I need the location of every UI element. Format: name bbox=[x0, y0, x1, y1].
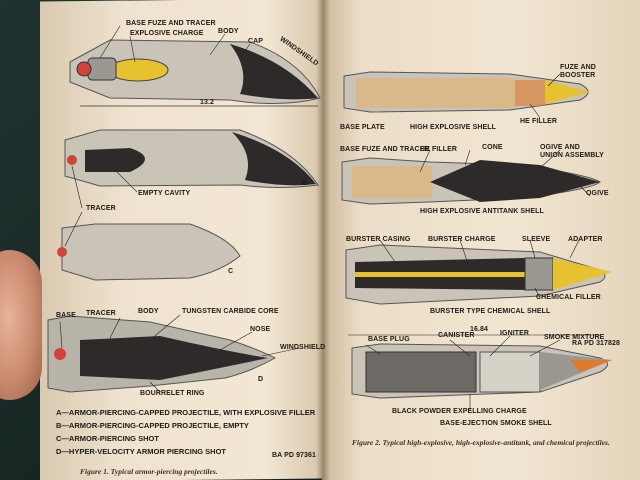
label-burster-charge: BURSTER CHARGE bbox=[428, 236, 496, 243]
projectile-b bbox=[64, 129, 319, 188]
label-letter-d: D bbox=[258, 376, 264, 383]
label-he-filler: HE FILLER bbox=[520, 118, 558, 125]
label-chemical-filler: CHEMICAL FILLER bbox=[536, 294, 601, 301]
book-gutter bbox=[316, 0, 330, 480]
caption-chemical-shell: BURSTER TYPE CHEMICAL SHELL bbox=[430, 308, 551, 315]
right-reference: RA PD 317828 bbox=[572, 340, 621, 347]
projectile-d bbox=[47, 315, 277, 393]
chemical-shell bbox=[345, 244, 612, 305]
caption-smoke-shell: BASE-EJECTION SMOKE SHELL bbox=[440, 420, 552, 427]
legend-d: D—HYPER-VELOCITY ARMOR PIERCING SHOT bbox=[56, 447, 227, 456]
caption-he-shell: HIGH EXPLOSIVE SHELL bbox=[410, 124, 497, 131]
legend-b: B—ARMOR-PIERCING-CAPPED PROJECTILE, EMPT… bbox=[56, 421, 249, 430]
label-windshield-d: WINDSHIELD bbox=[280, 344, 326, 351]
label-body: BODY bbox=[218, 28, 239, 35]
label-letter-b: B bbox=[302, 180, 308, 187]
he-shell bbox=[343, 71, 590, 113]
label-cone: CONE bbox=[482, 144, 503, 151]
label-smoke-mixture: SMOKE MIXTURE bbox=[544, 334, 605, 341]
label-adapter: ADAPTER bbox=[568, 236, 603, 243]
label-dimension: 13.2 bbox=[200, 99, 215, 106]
label-tracer: TRACER bbox=[86, 205, 116, 212]
label-ogive-union: OGIVE AND UNION ASSEMBLY bbox=[540, 144, 604, 159]
right-leader-lines bbox=[348, 73, 600, 410]
label-sleeve: SLEEVE bbox=[522, 236, 551, 243]
label-base: BASE bbox=[56, 312, 76, 319]
label-fuze-booster: FUZE AND BOOSTER bbox=[560, 64, 596, 79]
label-body-d: BODY bbox=[138, 308, 159, 315]
label-tracer-d: TRACER bbox=[86, 310, 116, 317]
label-burster-casing: BURSTER CASING bbox=[346, 236, 411, 243]
label-dimension-2: 16.84 bbox=[470, 326, 489, 333]
label-base-fuze-tracer-r: BASE FUZE AND TRACER bbox=[340, 146, 430, 153]
projectile-c bbox=[57, 223, 241, 281]
label-black-powder: BLACK POWDER EXPELLING CHARGE bbox=[392, 408, 527, 415]
left-leader-lines bbox=[59, 25, 301, 393]
right-caption: Figure 2. Typical high-explosive, high-e… bbox=[352, 438, 610, 447]
left-reference: BA PD 97361 bbox=[272, 452, 317, 459]
label-tungsten-core: TUNGSTEN CARBIDE CORE bbox=[182, 308, 279, 315]
left-caption: Figure 1. Typical armor-piercing project… bbox=[80, 467, 218, 476]
label-base-plug: BASE PLUG bbox=[368, 336, 410, 343]
label-igniter: IGNITER bbox=[500, 330, 530, 337]
projectile-a bbox=[69, 39, 321, 107]
label-bourrelet-ring: BOURRELET RING bbox=[140, 390, 205, 397]
label-ogive: OGIVE bbox=[586, 190, 609, 197]
label-letter-c: C bbox=[228, 268, 234, 275]
label-nose: NOSE bbox=[250, 326, 271, 333]
thumb bbox=[0, 250, 42, 400]
label-cap: CAP bbox=[248, 38, 264, 45]
legend-c: C—ARMOR-PIERCING SHOT bbox=[56, 434, 159, 443]
label-base-plate: BASE PLATE bbox=[340, 124, 385, 131]
label-explosive-charge: EXPLOSIVE CHARGE bbox=[130, 30, 204, 37]
label-base-fuze-tracer: BASE FUZE AND TRACER bbox=[126, 20, 216, 27]
smoke-shell bbox=[351, 343, 612, 399]
label-canister: CANISTER bbox=[438, 332, 475, 339]
caption-heat-shell: HIGH EXPLOSIVE ANTITANK SHELL bbox=[420, 208, 544, 215]
label-he-filler-2: HE FILLER bbox=[420, 146, 458, 153]
label-empty-cavity: EMPTY CAVITY bbox=[138, 190, 191, 197]
heat-shell bbox=[341, 157, 601, 205]
legend-a: A—ARMOR-PIERCING-CAPPED PROJECTILE, WITH… bbox=[56, 408, 316, 417]
